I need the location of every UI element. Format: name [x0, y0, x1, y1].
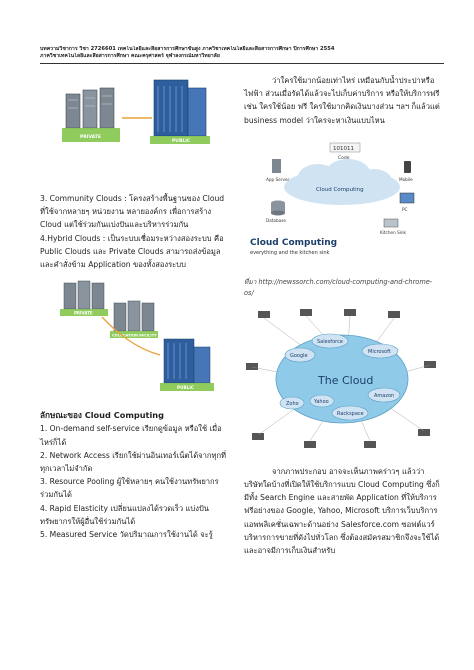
- rackspace-label: Rackspace: [337, 411, 364, 417]
- list-item: 1. On-demand self-service เรียกดูข้อมูล …: [40, 424, 222, 447]
- microsoft-node: [361, 343, 399, 359]
- provider-nodes: Salesforce Microsoft Google Amazon Zoho …: [279, 333, 401, 421]
- yahoo-label: Yahoo: [313, 399, 329, 405]
- private-public-cloud-figure: PRIVATE PUBLIC: [62, 79, 210, 144]
- providers-para: จากภาพประกอบ อาจจะเห็นภาพคร่าวๆ แล้วว่าบ…: [244, 466, 440, 556]
- billing-para: ว่าใครใช้มากน้อยเท่าไหร่ เหมือนกับน้ำประ…: [244, 76, 440, 125]
- cloud-shape: [284, 158, 400, 205]
- colocation-servers: [110, 300, 158, 339]
- pc-icon: [399, 192, 415, 204]
- server-rack-group: [62, 87, 120, 142]
- right-column: ว่าใครใช้มากน้อยเท่าไหร่ เหมือนกับน้ำประ…: [244, 74, 440, 557]
- header-divider: [40, 63, 444, 64]
- amazon-label: Amazon: [374, 393, 394, 399]
- list-item: 3. Resource Pooling ผู้ใช้หลายๆ คนใช้งาน…: [40, 477, 219, 500]
- label-mobile: Mobile: [399, 177, 413, 182]
- public-building: [160, 338, 214, 392]
- label-pc: PC: [402, 207, 408, 212]
- characteristics-list: 1. On-demand self-service เรียกดูข้อมูล …: [40, 422, 230, 541]
- office-building: [150, 79, 210, 144]
- mobile-icon: [404, 160, 411, 173]
- label-code: Code: [338, 155, 350, 161]
- private-servers: [60, 280, 108, 317]
- database-icon: [271, 200, 285, 216]
- microsoft-label: Microsoft: [368, 349, 391, 355]
- figure-title: Cloud Computing: [250, 238, 337, 248]
- header-line-1: บทความวิชาการ วิชา 2726601 เทคโนโลยีและส…: [40, 46, 335, 52]
- zoho-label: Zoho: [286, 401, 299, 407]
- hybrid-clouds-para: 4.Hybrid Clouds : เป็นระบบเชื่อมระหว่างส…: [40, 233, 224, 270]
- code-box: [329, 142, 361, 153]
- public-label-2: PUBLIC: [177, 385, 194, 390]
- kitchen-sink-icon: [383, 218, 399, 228]
- list-item: 5. Measured Service วัดปริมาณการใช้งานได…: [40, 530, 213, 540]
- label-kitchen-sink: Kitchen Sink: [380, 230, 407, 235]
- section-heading: ลักษณะของ Cloud Computing: [40, 410, 164, 421]
- cloud-center-label: The Cloud: [317, 374, 373, 387]
- hybrid-link-arrow: [101, 316, 161, 356]
- community-clouds-para: 3. Community Clouds : โครงสร้างพื้นฐานขอ…: [40, 194, 225, 230]
- colocation-label: COLOCATION FACILITY: [112, 334, 157, 338]
- code-box-text: 101011: [333, 146, 354, 152]
- hybrid-cloud-figure: PRIVATE COLOCATION FACILITY PUBLIC: [60, 280, 214, 392]
- label-database: Database: [266, 218, 286, 223]
- laptop-ring: [246, 308, 436, 448]
- page-header: บทความวิชาการ วิชา 2726601 เทคโนโลยีและส…: [40, 46, 444, 60]
- yahoo-node: [309, 394, 335, 408]
- figure-source-caption: ที่มา http://newssorch.com/cloud-computi…: [244, 277, 433, 297]
- salesforce-label: Salesforce: [317, 339, 343, 345]
- list-item: 2. Network Access เรียกใช้ผ่านอินเทอร์เน…: [40, 450, 227, 474]
- private-label-2: PRIVATE: [74, 311, 93, 316]
- left-column: PRIVATE PUBLIC 3. Community Clouds : โคร…: [40, 74, 230, 541]
- salesforce-node: [311, 333, 349, 349]
- header-line-2: ภาควิชาเทคโนโลยีและสื่อสารการศึกษา คณะคร…: [40, 53, 220, 59]
- label-app-server: App Server: [266, 177, 290, 182]
- google-label: Google: [290, 353, 308, 359]
- the-cloud-figure: The Cloud Salesforce Microsoft Google Am…: [246, 308, 436, 448]
- figure-subtitle: everything and the kitchen sink: [250, 250, 330, 256]
- amazon-node: [367, 387, 401, 403]
- zoho-node: [279, 396, 305, 410]
- private-label: PRIVATE: [80, 134, 101, 140]
- google-node: [284, 347, 316, 363]
- public-label: PUBLIC: [172, 138, 191, 144]
- cloud-computing-figure: 101011 Code Cloud Computing App Server M…: [250, 142, 415, 256]
- rackspace-node: [331, 405, 369, 421]
- cloud-label: Cloud Computing: [316, 187, 364, 193]
- list-item: 4. Rapid Elasticity เปลี่ยนแปลงได้รวดเร็…: [40, 503, 209, 526]
- app-server-icon: [272, 158, 281, 173]
